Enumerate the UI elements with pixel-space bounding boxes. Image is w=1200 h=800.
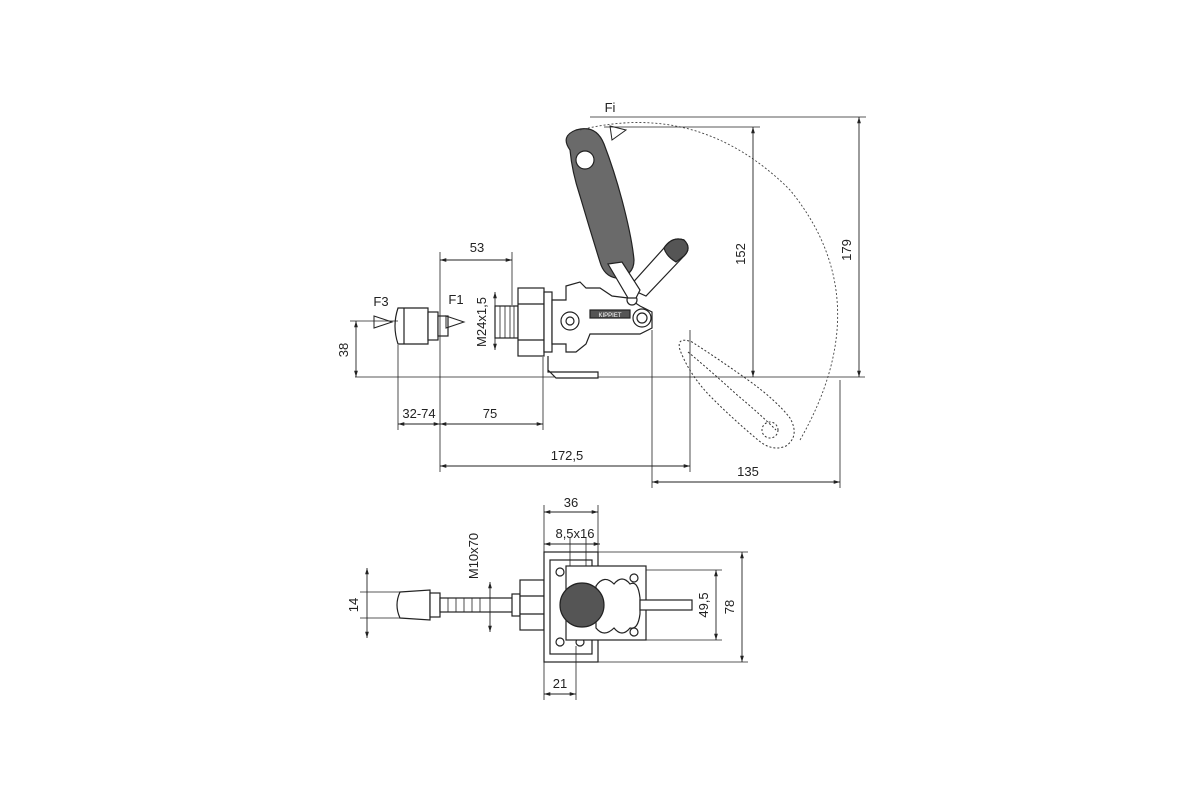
body-brand-text: KIPPIET: [598, 313, 621, 319]
dim-172-5-label: 172,5: [551, 448, 584, 463]
dim-152-label: 152: [733, 243, 748, 265]
release-lever: [627, 238, 689, 297]
dim-53-label: 53: [470, 240, 484, 255]
dim-135-label: 135: [737, 464, 759, 479]
body-logo: KIPPIET: [589, 309, 631, 319]
top-hex-nut: [519, 579, 545, 631]
dim-78-label: 78: [722, 600, 737, 614]
clamp-handle-open-position: [678, 339, 795, 449]
force-f3-arrow: [373, 315, 394, 329]
plunger-thread: [494, 305, 519, 339]
dim-36-label: 36: [564, 495, 578, 510]
clamp-handle: [565, 128, 641, 299]
thread-label: M24x1,5: [474, 297, 489, 347]
top-threaded-rod: [439, 593, 521, 617]
m10x70-label: M10x70: [466, 533, 481, 579]
dim-179-label: 179: [839, 239, 854, 261]
hex-nut: [517, 287, 553, 357]
dim-32-74-label: 32-74: [402, 406, 435, 421]
force-f1-label: F1: [448, 292, 463, 307]
force-f1-arrow: [445, 315, 466, 329]
force-fi-arrow: [609, 125, 628, 141]
side-view: KIPPIET 53 M: [336, 100, 866, 488]
pressure-tip: [394, 307, 449, 345]
dim-75-label: 75: [483, 406, 497, 421]
top-mechanism: [559, 565, 693, 641]
dim-49-5-label: 49,5: [696, 592, 711, 617]
dim-8-5x16-label: 8,5x16: [555, 526, 594, 541]
dim-21-label: 21: [553, 676, 567, 691]
top-pressure-tip: [396, 589, 441, 621]
dim-38-label: 38: [336, 343, 351, 357]
swing-arc: [579, 122, 839, 441]
force-fi-label: Fi: [605, 100, 616, 115]
force-f3-label: F3: [373, 294, 388, 309]
dim-14-label: 14: [346, 598, 361, 612]
top-view: 36 8,5x16 14 M10x70 49,5 78 21: [346, 495, 748, 700]
